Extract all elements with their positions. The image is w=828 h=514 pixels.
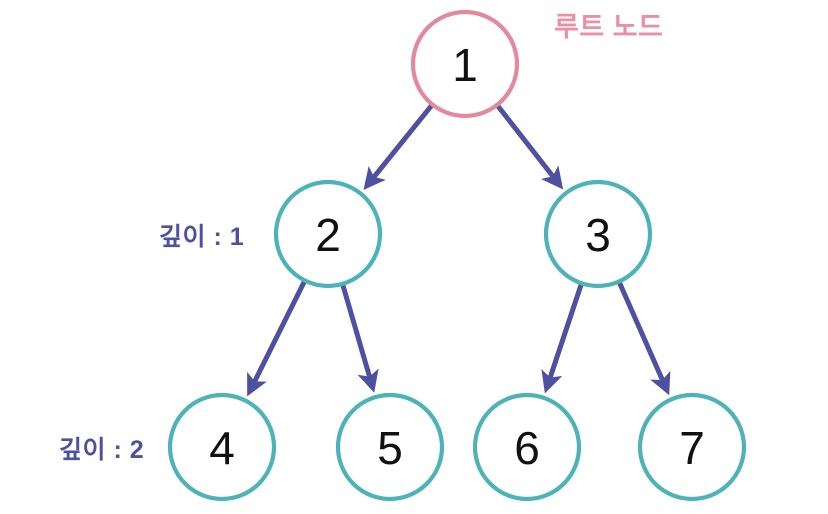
node-circle-5 <box>335 392 445 502</box>
tree-edge-n3-to-n7 <box>617 281 671 396</box>
tree-node-6[interactable]: 6 <box>472 392 582 502</box>
depth-level-2-label: 깊이 : 2 <box>59 436 145 464</box>
node-value-6: 6 <box>514 422 540 474</box>
edges-group <box>247 103 671 397</box>
node-circle-2 <box>273 179 383 289</box>
node-value-1: 1 <box>452 39 478 91</box>
nodes-group: 1 2 3 4 5 6 7 <box>167 9 747 502</box>
tree-node-2[interactable]: 2 <box>273 179 383 289</box>
tree-node-5[interactable]: 5 <box>335 392 445 502</box>
tree-node-1[interactable]: 1 <box>410 9 520 119</box>
tree-node-4[interactable]: 4 <box>167 392 277 502</box>
node-value-3: 3 <box>585 209 611 261</box>
node-circle-6 <box>472 392 582 502</box>
node-circle-1 <box>410 9 520 119</box>
root-node-annotation: 루트 노드 <box>554 12 664 42</box>
tree-edge-n3-to-n6 <box>541 283 584 394</box>
node-value-2: 2 <box>315 209 341 261</box>
tree-edge-n1-to-n3 <box>495 104 564 190</box>
node-value-7: 7 <box>679 422 705 474</box>
node-value-5: 5 <box>377 422 403 474</box>
node-circle-7 <box>637 392 747 502</box>
tree-edge-n2-to-n4 <box>247 280 307 397</box>
tree-node-7[interactable]: 7 <box>637 392 747 502</box>
depth-level-1-label: 깊이 : 1 <box>159 223 245 251</box>
node-circle-4 <box>167 392 277 502</box>
node-circle-3 <box>543 179 653 289</box>
tree-edge-n2-to-n5 <box>340 284 379 393</box>
tree-edge-n1-to-n2 <box>363 103 434 191</box>
tree-node-3[interactable]: 3 <box>543 179 653 289</box>
node-value-4: 4 <box>209 422 235 474</box>
